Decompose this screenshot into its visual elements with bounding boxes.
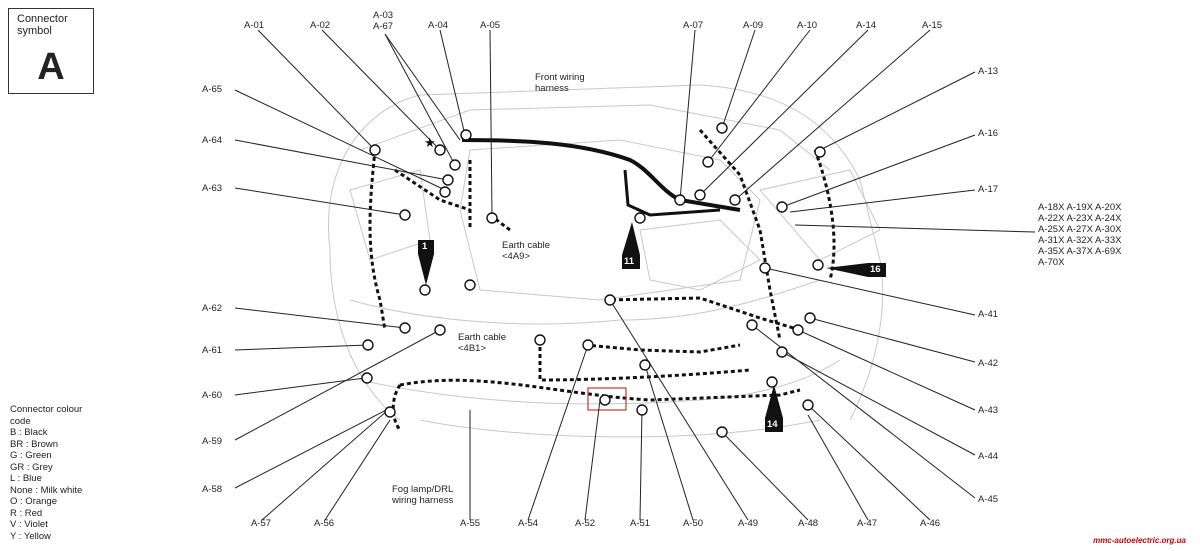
marker-11: 11	[624, 256, 635, 267]
connector-label: A-62	[202, 303, 223, 314]
connector-label: A-65	[202, 84, 223, 95]
connector-label: A-64	[202, 135, 223, 146]
connector-label: A-09	[743, 20, 764, 31]
legend-title: Connector colour code	[10, 404, 83, 427]
connectors	[361, 122, 826, 438]
connector-label: A-60	[202, 390, 223, 401]
connector-symbol-letter: A	[37, 46, 65, 88]
connector-label: A-03	[373, 10, 394, 21]
connector-label: A-44	[978, 451, 999, 462]
connector-label: A-41	[978, 309, 999, 320]
connector-label: A-54	[518, 518, 539, 529]
earth-cable-code: <4B1>	[458, 343, 486, 354]
highlight-box	[587, 387, 627, 411]
earth-cable-text: Earth cable	[458, 332, 507, 343]
connector-label: A-01	[244, 20, 265, 31]
connector-label: A-51	[630, 518, 651, 529]
connector-label: A-43	[978, 405, 999, 416]
group-line: A-35X A-37X A-69X	[1038, 246, 1122, 257]
harness-branch	[623, 169, 721, 217]
leader-lines	[234, 29, 1036, 521]
connector-label: A-50	[683, 518, 704, 529]
connector-label: A-48	[798, 518, 819, 529]
engine-bay-outline	[328, 84, 884, 438]
earth-cable-4b1-label: Earth cable <4B1>	[458, 332, 506, 354]
group-line: A-25X A-27X A-30X	[1038, 224, 1122, 235]
connector-symbol-title: Connector symbol	[17, 13, 68, 37]
legend-item: GR : Grey	[10, 461, 53, 473]
connector-label: A-05	[480, 20, 501, 31]
legend-item: R : Red	[10, 507, 43, 519]
fog-lamp-text: wiring harness	[392, 495, 454, 506]
legend-item: O : Orange	[10, 496, 57, 507]
connector-label: A-56	[314, 518, 335, 529]
earth-cable-code: <4A9>	[502, 251, 530, 262]
group-line: A-18X A-19X A-20X	[1038, 202, 1122, 213]
connector-label: A-17	[978, 184, 999, 195]
connector-label: A-59	[202, 436, 223, 447]
fog-lamp-harness-label: Fog lamp/DRL wiring harness	[392, 484, 453, 506]
connector-label: A-49	[738, 518, 759, 529]
connector-label: A-07	[683, 20, 704, 31]
group-line: A-70X	[1038, 257, 1065, 268]
connector-label: A-67	[373, 21, 394, 32]
legend-item: BR : Brown	[10, 438, 59, 450]
star-icon: ★	[424, 135, 436, 150]
connector-label: A-13	[978, 66, 999, 77]
legend-item: V : Violet	[10, 519, 48, 530]
colour-code-legend: Connector colour code B : Black BR : Bro…	[10, 404, 100, 542]
connector-label: A-63	[202, 183, 223, 194]
connector-label: A-47	[857, 518, 878, 529]
front-wiring-harness	[461, 138, 741, 212]
connector-label: A-16	[978, 128, 999, 139]
dashed-harnesses	[368, 129, 836, 431]
earth-cable-text: Earth cable	[502, 240, 551, 251]
connector-label: A-55	[460, 518, 481, 529]
connector-label: A-46	[920, 518, 941, 529]
connector-label: A-45	[978, 494, 999, 505]
legend-item: L : Blue	[10, 473, 42, 484]
connector-label: A-42	[978, 358, 999, 369]
connector-label: A-14	[856, 20, 877, 31]
connector-label: A-02	[310, 20, 331, 31]
legend-item: G : Green	[10, 450, 52, 461]
connector-label: A-57	[251, 518, 272, 529]
connector-label: A-61	[202, 345, 223, 356]
connector-group-label: A-18X A-19X A-20X A-22X A-23X A-24X A-25…	[1038, 202, 1121, 268]
connector-label: A-52	[575, 518, 596, 529]
front-wiring-harness-label: Front wiring harness	[535, 72, 585, 94]
marker-1: 1	[422, 241, 428, 252]
legend-item: None : Milk white	[10, 484, 83, 496]
marker-flags	[418, 222, 886, 432]
group-line: A-31X A-32X A-33X	[1038, 235, 1122, 246]
marker-16: 16	[870, 264, 881, 275]
connector-label: A-04	[428, 20, 449, 31]
connector-label: A-10	[797, 20, 818, 31]
legend-item: Y : Yellow	[10, 530, 52, 542]
earth-cable-4a9-label: Earth cable <4A9>	[502, 240, 550, 262]
fog-lamp-text: Fog lamp/DRL	[392, 484, 454, 495]
legend-item: B : Black	[10, 427, 48, 438]
connector-label: A-15	[922, 20, 943, 31]
connector-label: A-58	[202, 484, 223, 495]
group-line: A-22X A-23X A-24X	[1038, 213, 1122, 224]
watermark: mmc-autoelectric.org.ua	[1093, 536, 1186, 545]
connector-symbol-box: Connector symbol A	[8, 8, 94, 94]
marker-14: 14	[767, 419, 778, 430]
